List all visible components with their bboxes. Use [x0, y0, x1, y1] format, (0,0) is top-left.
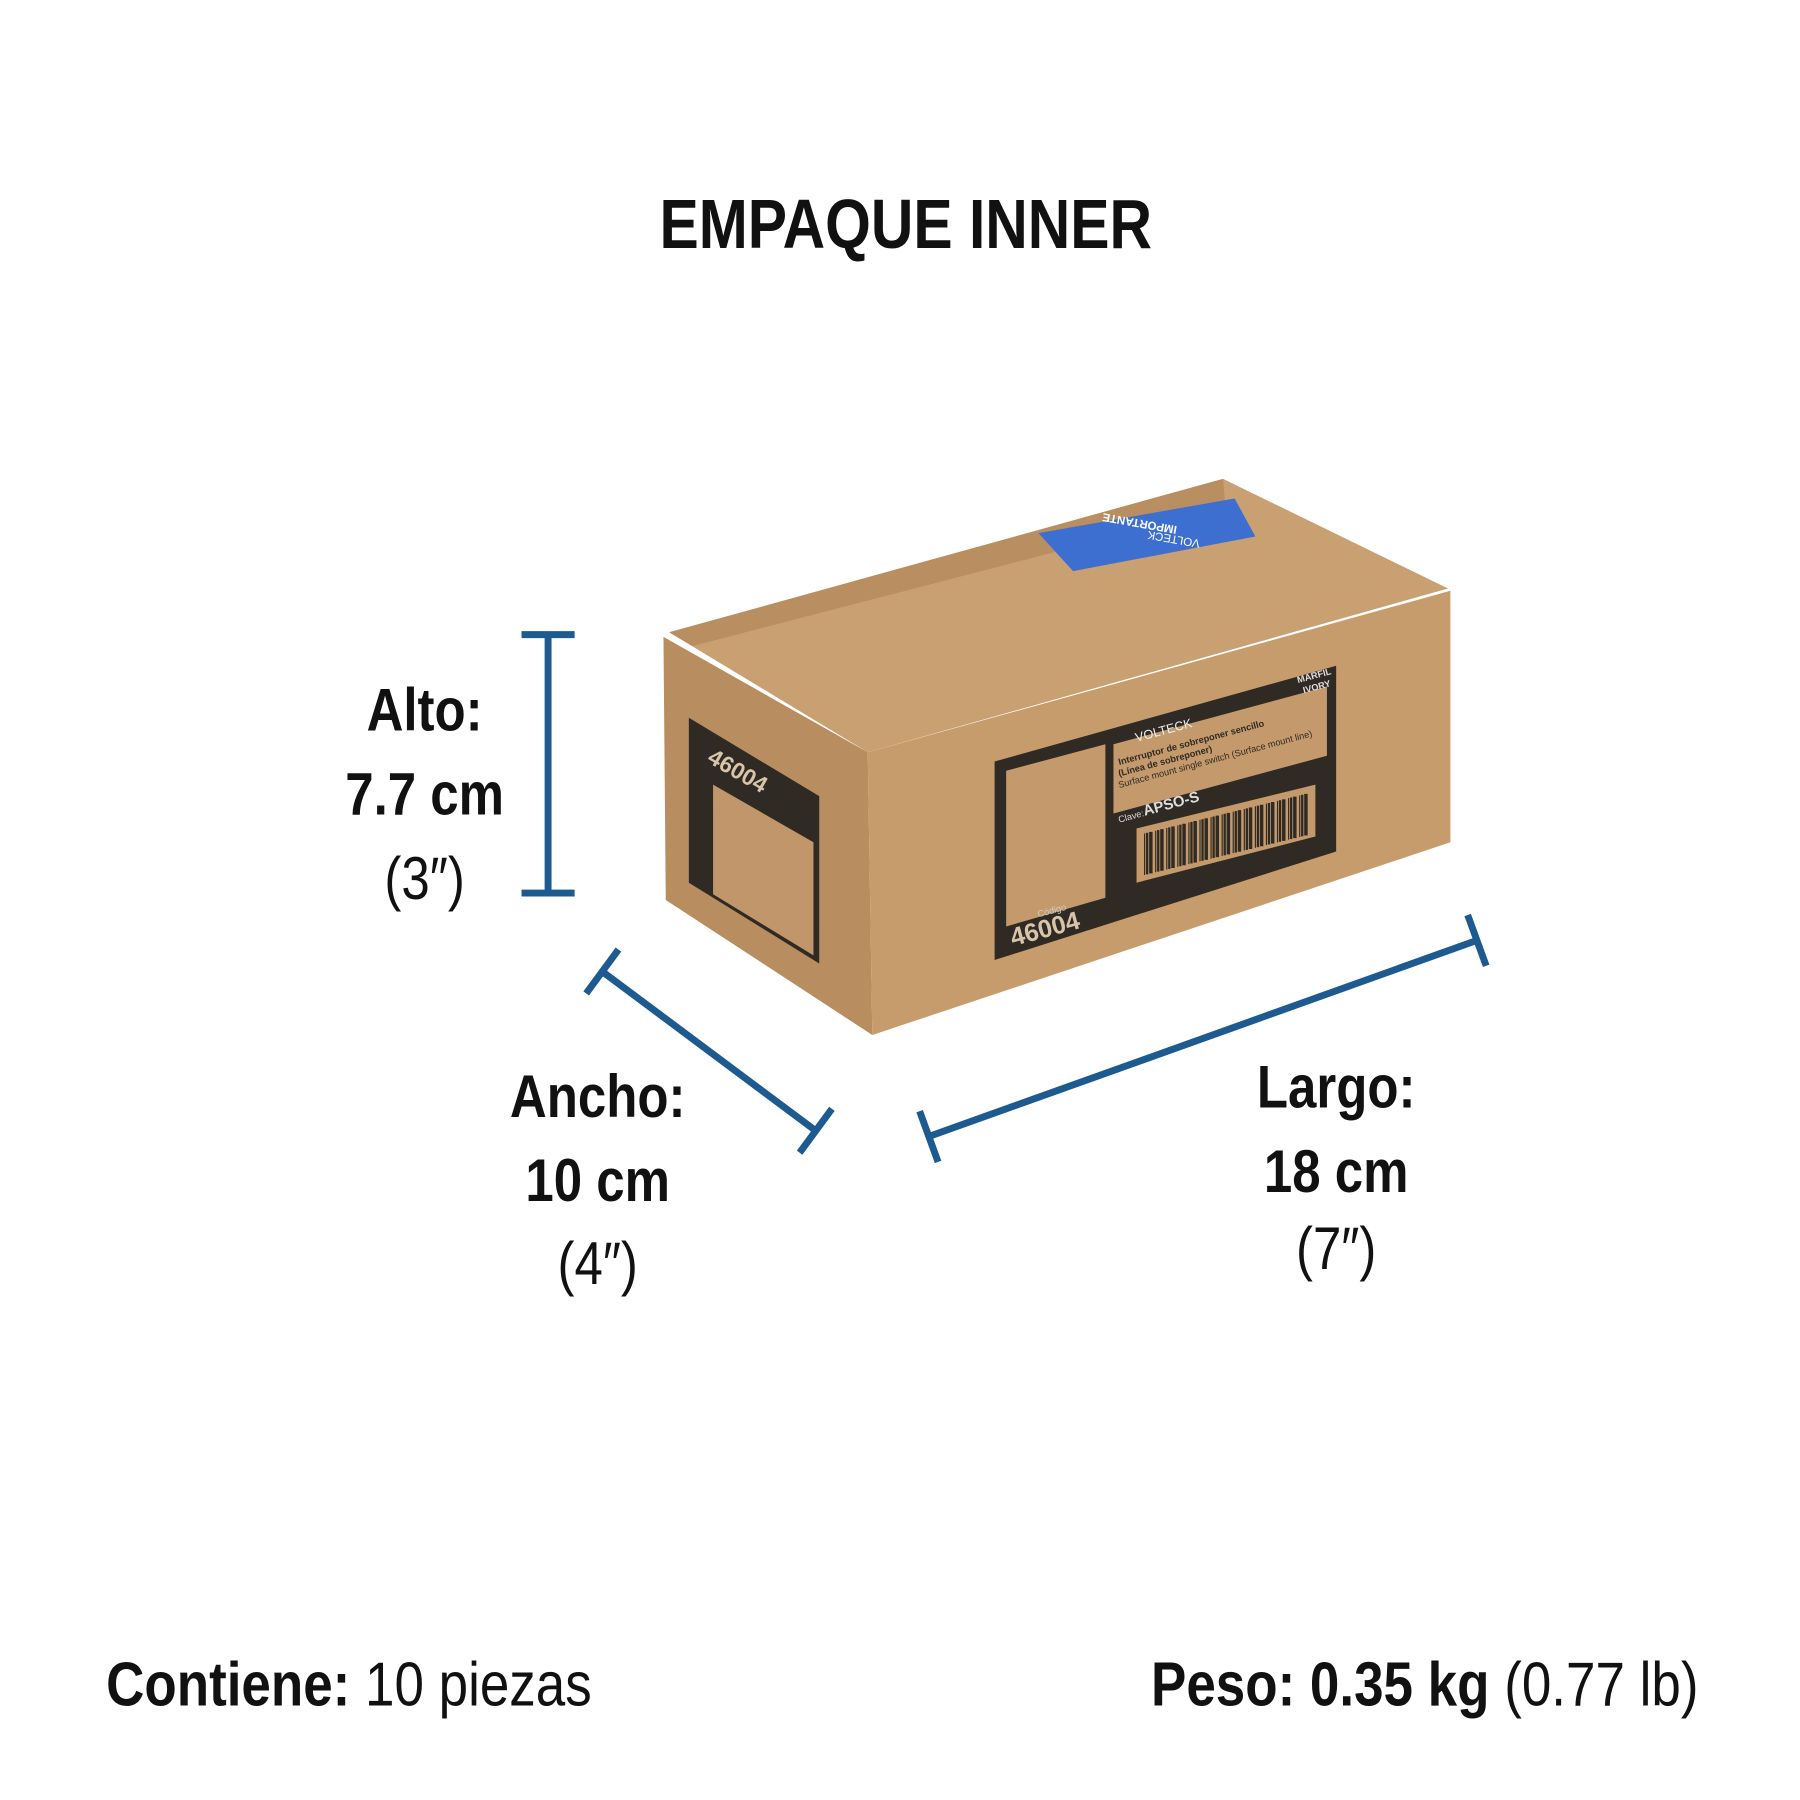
contiene-value: 10 piezas: [365, 1650, 592, 1719]
contiene-label: Contiene:: [106, 1650, 350, 1719]
warning-sticker: [1038, 498, 1256, 572]
front-label-info: [1113, 686, 1327, 814]
barcode: [1144, 793, 1308, 875]
ancho-dimension-line: [583, 947, 835, 1155]
peso-value: 0.35 kg: [1310, 1650, 1490, 1719]
side-label-window: [713, 784, 814, 956]
weight-info: Peso: 0.35 kg (0.77 lb): [1151, 1650, 1698, 1719]
contents-info: Contiene: 10 piezas: [106, 1650, 592, 1719]
largo-label: Largo:: [1257, 1054, 1416, 1121]
ancho-metric: 10 cm: [525, 1147, 670, 1214]
alto-imperial: (3″): [384, 845, 464, 912]
alto-label-group: Alto: 7.7 cm (3″): [345, 677, 504, 912]
cardboard-box: VOLTECK IMPORTANTE 46004 VOLTECK MARFIL …: [663, 478, 1451, 1035]
largo-metric: 18 cm: [1264, 1138, 1409, 1205]
largo-label-group: Largo: 18 cm (7″): [1257, 1054, 1416, 1282]
largo-imperial: (7″): [1296, 1215, 1376, 1282]
box-top-flap: [669, 478, 1226, 647]
svg-text:Contiene: 10 piezas: Contiene: 10 piezas: [106, 1650, 592, 1719]
ancho-imperial: (4″): [558, 1230, 638, 1297]
svg-text:Peso: 0.35 kg (0.7: Peso: 0.35 kg (0.77 lb): [1151, 1650, 1698, 1719]
dimension-lines: [521, 631, 1490, 1164]
peso-label: Peso:: [1151, 1650, 1295, 1719]
front-label-window: [1006, 744, 1106, 927]
page-title: EMPAQUE INNER: [660, 186, 1153, 264]
peso-imperial: (0.77 lb): [1504, 1650, 1698, 1719]
box-top: [669, 478, 1449, 753]
largo-dimension-line: [916, 913, 1490, 1164]
alto-label: Alto:: [367, 677, 483, 744]
alto-dimension-line: [521, 631, 575, 897]
ancho-label: Ancho:: [510, 1063, 686, 1130]
ancho-label-group: Ancho: 10 cm (4″): [510, 1063, 686, 1297]
alto-metric: 7.7 cm: [345, 761, 504, 828]
